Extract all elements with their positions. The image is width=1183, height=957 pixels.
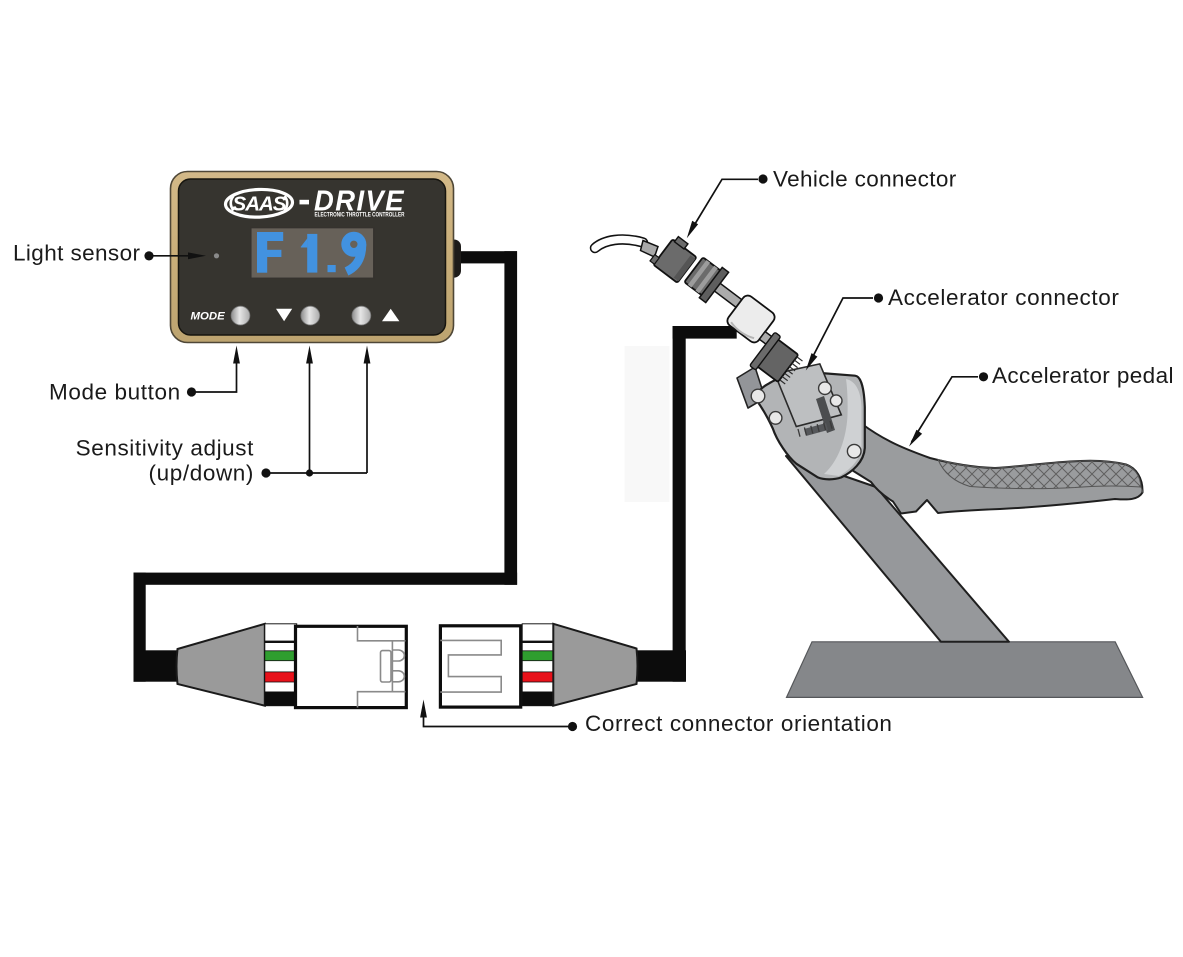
svg-text:Accelerator pedal: Accelerator pedal xyxy=(992,363,1174,388)
svg-text:MODE: MODE xyxy=(191,310,226,322)
svg-text:Accelerator connector: Accelerator connector xyxy=(888,285,1119,310)
svg-text:Vehicle connector: Vehicle connector xyxy=(773,167,957,192)
svg-text:Light sensor: Light sensor xyxy=(13,241,140,266)
svg-text:Mode button: Mode button xyxy=(49,380,181,405)
svg-text:SAAS: SAAS xyxy=(233,193,287,216)
svg-text:Correct connector orientation: Correct connector orientation xyxy=(585,711,893,736)
svg-text:(up/down): (up/down) xyxy=(149,460,254,485)
svg-text:DRIVE: DRIVE xyxy=(314,186,405,218)
svg-text:Sensitivity adjust: Sensitivity adjust xyxy=(76,435,255,460)
svg-text:ELECTRONIC THROTTLE CONTROLLER: ELECTRONIC THROTTLE CONTROLLER xyxy=(315,212,405,219)
